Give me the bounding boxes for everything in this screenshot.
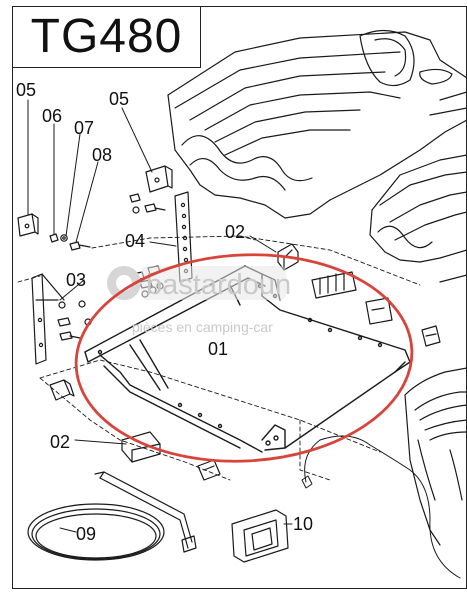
callout-03: 03 xyxy=(66,270,86,290)
callout-02-upper: 02 xyxy=(225,222,245,242)
base-unit xyxy=(404,367,467,546)
highlight-ellipse xyxy=(74,253,414,463)
hardware-03 xyxy=(57,300,92,341)
callout-06: 06 xyxy=(42,106,62,126)
callout-09: 09 xyxy=(76,524,96,544)
hardware-06-07-08 xyxy=(49,233,91,251)
guide-lines xyxy=(17,235,421,481)
callout-08: 08 xyxy=(92,145,112,165)
cover-upper xyxy=(167,29,467,219)
bracket-part-05-left xyxy=(17,213,39,237)
small-mount-left xyxy=(49,379,75,401)
callout-02-lower: 02 xyxy=(50,432,70,452)
model-title: TG480 xyxy=(30,10,183,63)
small-mount-middle xyxy=(197,459,221,481)
callout-01: 01 xyxy=(208,339,228,359)
callout-labels: 05 06 07 08 05 04 02 03 01 02 09 10 xyxy=(16,80,313,544)
watermark-brand: bastardoun xyxy=(146,269,291,301)
watermark: bastardoun pièces en camping-car xyxy=(107,266,291,335)
bracket-part-03 xyxy=(31,273,65,365)
cover-lower xyxy=(369,154,467,283)
title-box: TG480 xyxy=(12,6,201,68)
cable xyxy=(301,435,461,579)
control-panel-part-10 xyxy=(231,509,289,563)
callout-10: 10 xyxy=(293,514,313,534)
callout-07: 07 xyxy=(74,118,94,138)
watermark-tagline: pièces en camping-car xyxy=(132,319,273,335)
strap-part-09 xyxy=(27,471,197,561)
bracket-part-05-right xyxy=(145,165,173,193)
callout-04: 04 xyxy=(125,231,145,251)
connector-strip xyxy=(311,271,441,347)
leader-lines xyxy=(27,99,293,533)
block-part-02-upper xyxy=(277,243,299,271)
callout-05-left: 05 xyxy=(16,80,36,100)
callout-05-right: 05 xyxy=(109,89,129,109)
